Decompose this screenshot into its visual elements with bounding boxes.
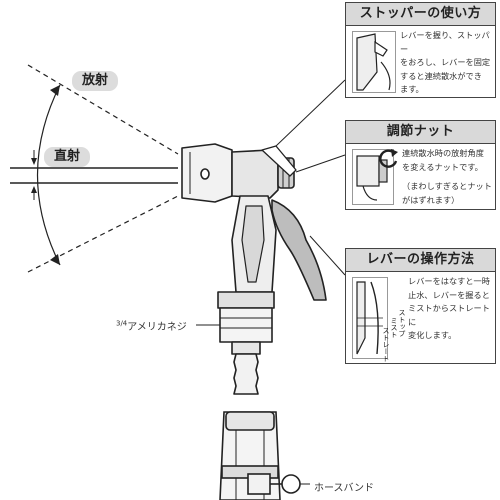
lever-text-line: レバーをはなすと一時 [408, 276, 490, 286]
thread-body [219, 307, 273, 343]
lever-straight-label: ストレート [382, 327, 390, 362]
stopper-text-line: をおろし、レバーを固定 [400, 57, 491, 67]
lever-sketch [356, 281, 383, 355]
handle-grip [241, 205, 265, 283]
arc-arrow-top [50, 85, 60, 96]
nut-panel: 調節ナット 連続散水時の放射角度 を変えるナットです。 （まわしすぎるとナット … [345, 120, 496, 210]
barb-collar [231, 341, 261, 355]
lever-position-labels: ストップ ミスト ストレート [382, 309, 408, 365]
hose-band-label: ホースバンド [314, 483, 374, 494]
stopper-panel: ストッパーの使い方 レバーを握り、ストッパー をおろし、レバーを固定 すると連続… [345, 2, 496, 98]
lever-panel-title: レバーの操作方法 [346, 249, 495, 272]
lever-stop-label: ストップ [398, 309, 406, 337]
thread-fraction: 3/4 [116, 319, 128, 328]
lever-text-line: ミストからストレートに [408, 303, 490, 327]
trigger-lever [271, 199, 327, 301]
nut-sketch-nut [378, 159, 388, 183]
stopper-text-line: レバーを握り、ストッパー [400, 30, 490, 54]
hose-barb [233, 353, 259, 395]
nut-panel-text: 連続散水時の放射角度 を変えるナットです。 （まわしすぎるとナット がはずれます… [402, 147, 494, 207]
arc-arrow-mid-b [31, 186, 37, 193]
nut-text-line: を変えるナットです。 [402, 161, 483, 172]
stopper-text-line: ます。 [400, 84, 424, 94]
radial-spray-upper [27, 64, 179, 155]
nut-text-line: （まわしすぎるとナット [402, 181, 492, 191]
leader-to-stopper-panel [275, 79, 346, 147]
stopper-panel-title: ストッパーの使い方 [346, 3, 495, 26]
lever-text-line: 止水、レバーを握ると [408, 289, 490, 300]
radial-spray-label: 放射 [72, 71, 118, 91]
stopper-illustration [352, 31, 396, 93]
arc-arrow-mid-a [31, 158, 37, 165]
lever-sketch-lever [370, 281, 379, 355]
hose-end-ring [225, 411, 275, 431]
spray-angle-arc [36, 84, 61, 266]
lever-panel-text: レバーをはなすと一時 止水、レバーを握ると ミストからストレートに 変化します。 [408, 275, 494, 343]
nut-sketch [356, 155, 388, 201]
radial-spray-lower [27, 195, 179, 273]
rotate-icon [379, 149, 398, 168]
lever-illustration [352, 277, 388, 359]
stopper-text-line: すると連続散水ができ [400, 70, 482, 81]
spray-gun [181, 143, 327, 395]
straight-spray-label: 直射 [44, 147, 90, 167]
thread-name: アメリカネジ [127, 322, 187, 333]
leader-lines [196, 79, 346, 485]
leader-to-nut-panel [295, 154, 346, 173]
band-screw [281, 474, 301, 494]
spray-lines [10, 64, 179, 273]
lever-text-line: 変化します。 [408, 330, 457, 340]
nut-text-line: 連続散水時の放射角度 [402, 148, 484, 158]
thread-collar [217, 291, 275, 309]
stopper-sketch-lever [380, 61, 391, 91]
nut-sketch-lever [362, 185, 378, 201]
hose-assembly [219, 411, 301, 500]
stopper-sketch-body [356, 33, 378, 91]
rotate-icon-arc [379, 149, 398, 168]
band-screw-housing [247, 473, 271, 495]
stopper-sketch-latch [374, 40, 388, 57]
nut-illustration [352, 149, 394, 205]
leader-to-lever-panel [309, 235, 346, 276]
rotate-icon-head [391, 149, 398, 157]
thread-label: 3/4アメリカネジ [116, 318, 187, 333]
stopper [261, 145, 297, 177]
lever-panel: レバーの操作方法 ストップ ミスト ストレート レバーをはなすと一時 止水、レバ… [345, 248, 496, 364]
stopper-panel-text: レバーを握り、ストッパー をおろし、レバーを固定 すると連続散水ができ ます。 [400, 29, 494, 97]
nut-panel-title: 調節ナット [346, 121, 495, 144]
nozzle-outlet [200, 168, 210, 180]
stopper-sketch [356, 33, 391, 91]
lever-mist-label: ミスト [390, 317, 398, 338]
nut-text-line: がはずれます） [402, 194, 460, 205]
arc-arrow-bottom [50, 254, 60, 265]
